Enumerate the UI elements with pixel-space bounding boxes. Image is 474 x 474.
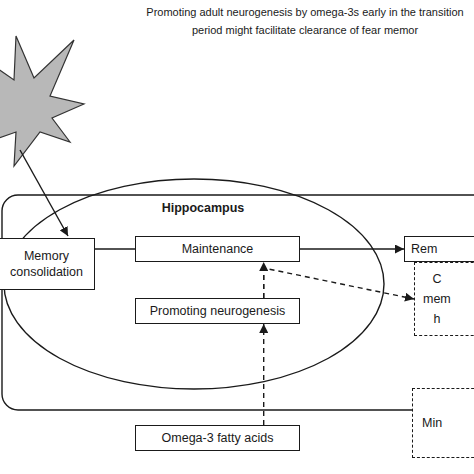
process-box: Memory consolidation <box>0 238 95 290</box>
box-label: Promoting neurogenesis <box>150 303 286 319</box>
dashed-arrow <box>263 262 264 298</box>
context-frame <box>2 195 474 410</box>
box-label: C mem h <box>423 269 451 329</box>
hypothesis-box: C mem h <box>414 262 474 336</box>
process-box: Maintenance <box>135 236 300 262</box>
note-text: Promoting adult neurogenesis by omega-3s… <box>140 3 470 39</box>
process-box: Promoting neurogenesis <box>135 298 300 324</box>
source-box: Omega-3 fatty acids <box>135 425 300 451</box>
box-label: Omega-3 fatty acids <box>162 430 274 446</box>
dashed-arrow <box>264 268 414 299</box>
dashed-arrow <box>263 324 264 425</box>
box-label: Min <box>422 415 442 431</box>
event-arrow <box>20 150 68 236</box>
box-label: Maintenance <box>182 241 254 257</box>
hypothesis-box: Min <box>412 388 474 458</box>
box-label: Memory consolidation <box>0 248 94 281</box>
trauma-starburst <box>0 36 84 166</box>
region-label: Hippocampus <box>21 200 385 216</box>
outcome-box: Rem <box>404 236 474 262</box>
box-label: Rem <box>411 241 437 257</box>
solid-arrow <box>95 248 135 249</box>
solid-arrow <box>300 248 404 249</box>
